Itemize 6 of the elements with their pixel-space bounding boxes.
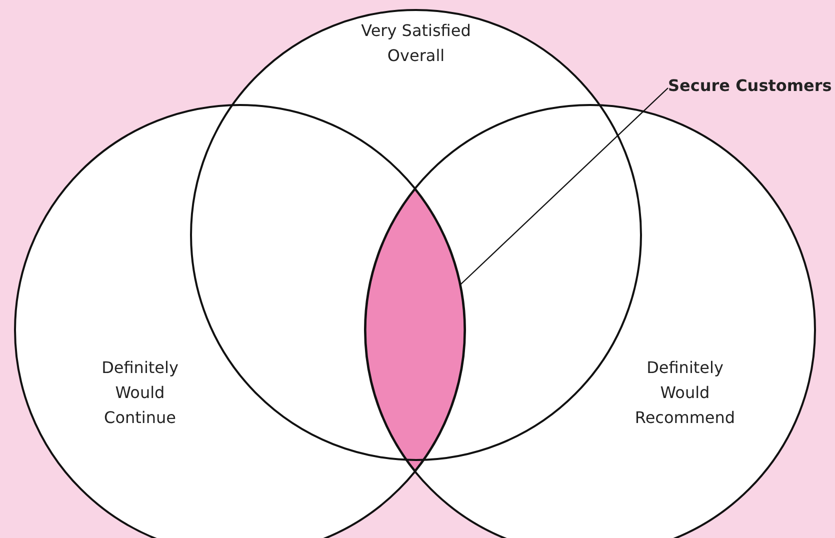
callout-label: Secure Customers	[668, 76, 832, 95]
set-label: Definitely Would Recommend	[634, 357, 736, 429]
set-label: Very Satisfied Overall	[360, 20, 472, 67]
leader-line	[460, 88, 668, 286]
intersection-region	[364, 188, 466, 472]
set-label: Definitely Would Continue	[100, 357, 180, 429]
